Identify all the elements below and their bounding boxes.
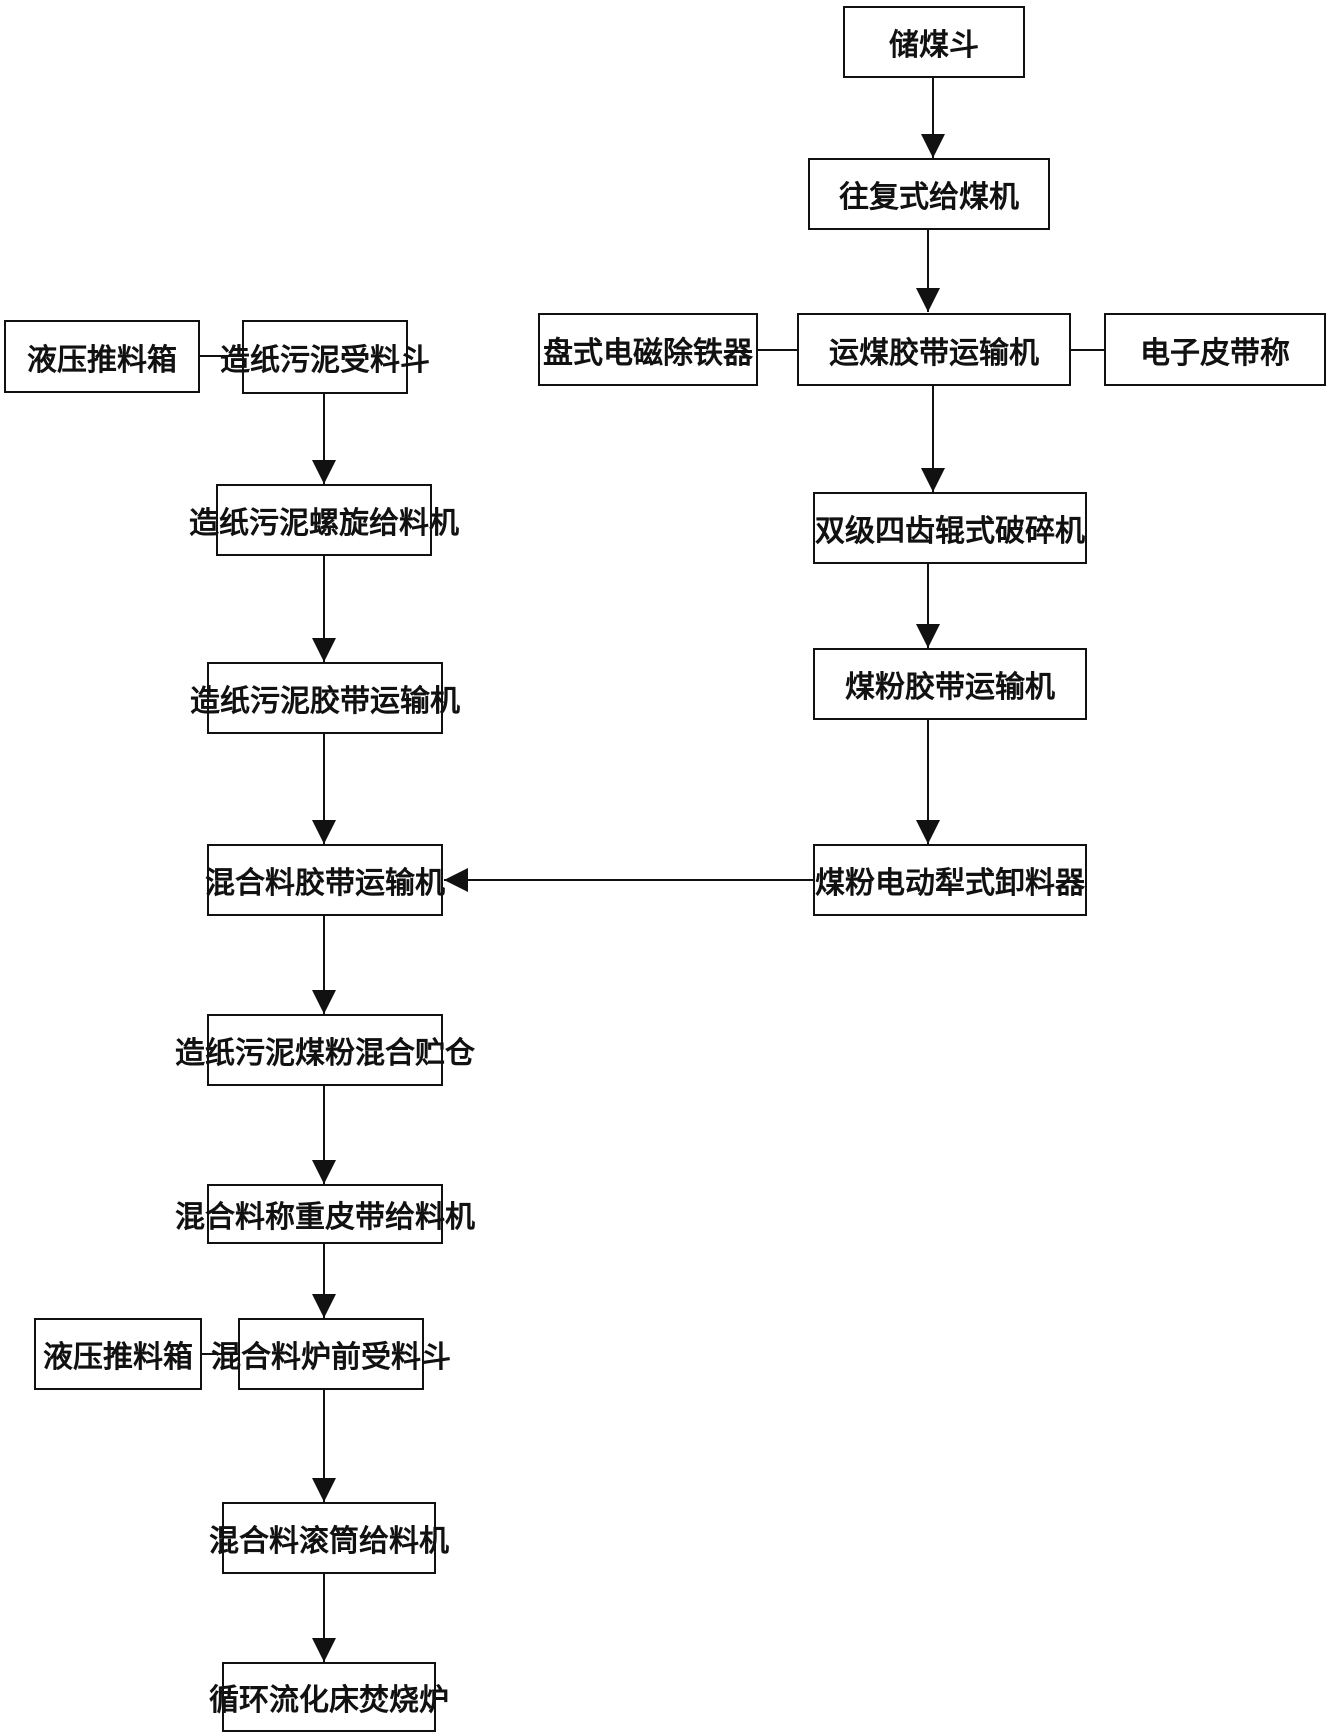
mixture-weighing-belt-feeder-box: 混合料称重皮带给料机 <box>175 1184 475 1244</box>
electronic-belt-scale-box: 电子皮带称 <box>1104 313 1326 386</box>
disc-electromagnetic-iron-remover-box: 盘式电磁除铁器 <box>538 313 758 386</box>
sludge-screw-feeder-label: 造纸污泥螺旋给料机 <box>189 506 459 541</box>
mixture-drum-feeder-label: 混合料滚筒给料机 <box>209 1524 449 1559</box>
coal-powder-electric-plow-discharger-label: 煤粉电动犁式卸料器 <box>815 866 1085 901</box>
sludge-belt-conveyor-label: 造纸污泥胶带运输机 <box>190 684 460 719</box>
sludge-receiving-hopper-box: 造纸污泥受料斗 <box>220 320 430 394</box>
mixture-belt-conveyor-label: 混合料胶带运输机 <box>205 866 445 901</box>
mixture-drum-feeder-box: 混合料滚筒给料机 <box>209 1502 449 1574</box>
coal-powder-belt-conveyor-box: 煤粉胶带运输机 <box>813 648 1087 720</box>
sludge-screw-feeder-box: 造纸污泥螺旋给料机 <box>189 484 459 556</box>
disc-electromagnetic-iron-remover-label: 盘式电磁除铁器 <box>543 335 753 371</box>
cfb-incinerator-label: 循环流化床焚烧炉 <box>209 1683 449 1718</box>
mixture-weighing-belt-feeder-label: 混合料称重皮带给料机 <box>175 1200 475 1235</box>
mixture-belt-conveyor-box: 混合料胶带运输机 <box>205 844 445 916</box>
sludge-coal-mixing-silo-label: 造纸污泥煤粉混合贮仓 <box>175 1036 475 1071</box>
hydraulic-pusher-label-2: 液压推料箱 <box>43 1340 193 1375</box>
cfb-incinerator-box: 循环流化床焚烧炉 <box>209 1662 449 1732</box>
coal-powder-belt-conveyor-label: 煤粉胶带运输机 <box>845 670 1055 705</box>
hydraulic-pusher-label-1: 液压推料箱 <box>27 342 177 378</box>
mixture-furnace-front-hopper-label: 混合料炉前受料斗 <box>211 1340 451 1375</box>
mixture-furnace-front-hopper-box: 混合料炉前受料斗 <box>211 1318 451 1390</box>
coal-hopper-box: 储煤斗 <box>843 6 1025 78</box>
coal-belt-conveyor-box: 运煤胶带运输机 <box>797 313 1071 386</box>
coal-belt-conveyor-label: 运煤胶带运输机 <box>829 335 1039 371</box>
sludge-coal-mixing-silo-box: 造纸污泥煤粉混合贮仓 <box>175 1014 475 1086</box>
double-four-tooth-roller-crusher-label: 双级四齿辊式破碎机 <box>815 514 1085 549</box>
double-four-tooth-roller-crusher-box: 双级四齿辊式破碎机 <box>813 492 1087 564</box>
reciprocating-coal-feeder-label: 往复式给煤机 <box>839 180 1019 215</box>
coal-powder-electric-plow-discharger-box: 煤粉电动犁式卸料器 <box>813 844 1087 916</box>
coal-hopper-label: 储煤斗 <box>889 28 979 63</box>
hydraulic-pusher-box-1: 液压推料箱 <box>4 320 200 393</box>
sludge-belt-conveyor-box: 造纸污泥胶带运输机 <box>190 662 460 734</box>
sludge-receiving-hopper-label: 造纸污泥受料斗 <box>220 343 430 378</box>
reciprocating-coal-feeder-box: 往复式给煤机 <box>808 158 1050 230</box>
electronic-belt-scale-label: 电子皮带称 <box>1140 335 1290 371</box>
hydraulic-pusher-box-2: 液压推料箱 <box>34 1318 202 1390</box>
